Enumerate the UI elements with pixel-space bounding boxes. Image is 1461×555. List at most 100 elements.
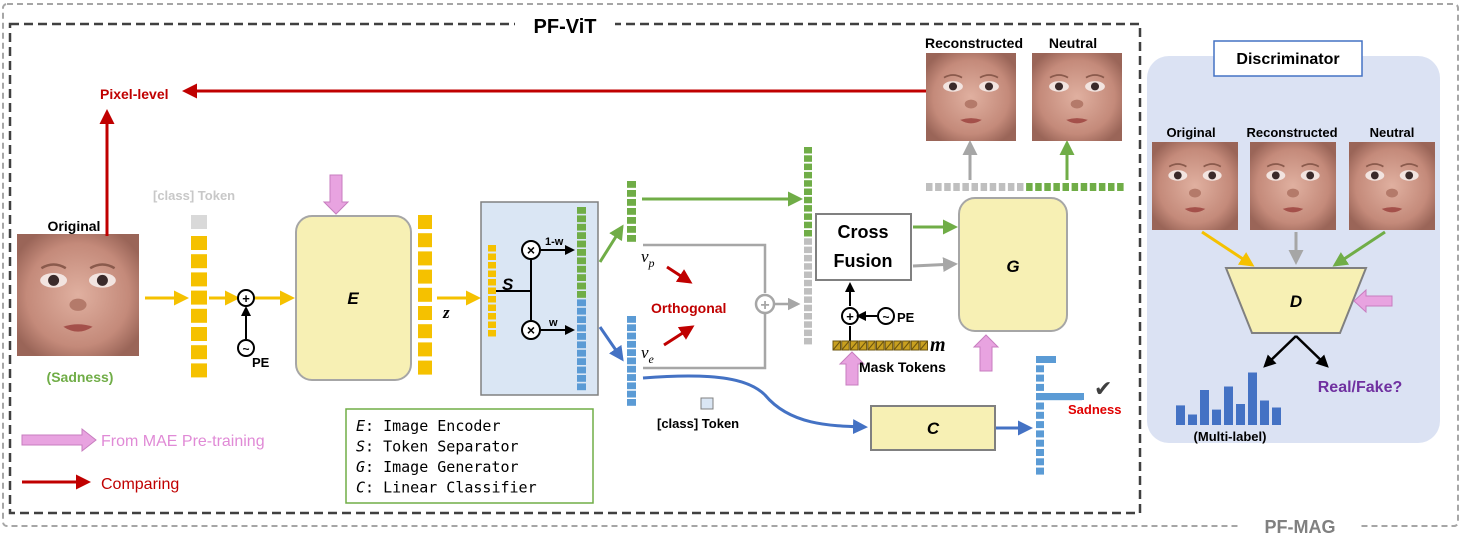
token-square (418, 342, 432, 357)
classifier-module (870, 405, 996, 451)
token-square (488, 253, 496, 260)
token-square (577, 375, 586, 382)
token-square (627, 316, 636, 323)
token-square (488, 262, 496, 269)
token-square (804, 337, 812, 345)
token-square (577, 366, 586, 374)
token-square (804, 196, 812, 204)
symbol-legend-box (345, 408, 594, 504)
multi-label-label: (Multi-label) (1194, 429, 1267, 444)
fusion-to-generator-gray-arrow (912, 257, 958, 273)
orthogonal-label: Orthogonal (651, 300, 726, 316)
token-square (1071, 183, 1079, 191)
legend-symbol: E (356, 417, 365, 435)
token-square (804, 329, 812, 337)
token-square (577, 307, 586, 315)
token-square (577, 316, 586, 323)
token-square (577, 333, 586, 340)
token-square (971, 183, 978, 191)
token-square (804, 147, 812, 154)
original-face-image (15, 232, 141, 358)
disc-reconstructed-label: Reconstructed (1246, 125, 1337, 140)
disc-neutral-label: Neutral (1370, 125, 1415, 140)
mask-mae-arrow (838, 351, 866, 386)
multi-label-bar (1212, 409, 1221, 425)
ve-to-classifier-arrow (642, 374, 868, 435)
concat-plus-circle (754, 293, 776, 315)
token-square (1108, 183, 1115, 191)
real-fake-label: Real/Fake? (1318, 379, 1402, 396)
token-square (488, 313, 496, 320)
mask-token-hatch (858, 340, 867, 351)
mask-token-hatch (884, 340, 894, 351)
classifier-output-bar (1036, 421, 1044, 429)
legend-symbol: S (356, 438, 365, 456)
mask-token-hatch (910, 340, 920, 351)
token-square (1007, 183, 1015, 191)
pixel-level-label: Pixel-level (100, 86, 169, 102)
disc-neutral-arrow (1332, 230, 1386, 267)
token-square (804, 221, 812, 229)
multi-label-bar (1200, 390, 1209, 425)
classifier-output-bar (1036, 402, 1044, 410)
token-square (1017, 183, 1024, 191)
pe-left-label: PE (252, 355, 270, 370)
token-square (627, 190, 636, 197)
token-square (627, 181, 636, 188)
vp-label: vp (641, 247, 655, 270)
class-token-square (191, 215, 207, 229)
token-square (488, 287, 496, 294)
svg-text:×: × (527, 242, 535, 258)
ve-token-column (627, 316, 636, 406)
token-square (804, 296, 812, 303)
reconstructed-face-image (925, 52, 1017, 142)
token-square (488, 330, 496, 337)
mask-token-hatch (919, 340, 928, 351)
token-square (804, 188, 812, 195)
classifier-output-bar (1036, 383, 1044, 391)
mask-token-hatch (867, 340, 876, 351)
token-square (953, 183, 960, 191)
m-label: m (930, 334, 946, 356)
token-square (577, 349, 586, 357)
vp-orthogonal-arrow (666, 265, 693, 284)
token-square (577, 324, 586, 332)
token-square (488, 321, 496, 328)
token-square (1098, 183, 1106, 191)
mask-tokens-label: Mask Tokens (859, 359, 946, 375)
discriminator-mae-arrow (1353, 288, 1393, 314)
classifier-output-bar (1036, 467, 1044, 475)
token-square (577, 257, 586, 265)
token-square (418, 360, 432, 375)
token-square (804, 271, 812, 278)
svg-text:~: ~ (882, 310, 889, 324)
token-square (627, 324, 636, 332)
disc-original-label: Original (1166, 125, 1215, 140)
disc-reconstructed-face-image (1249, 141, 1337, 231)
token-square (418, 215, 432, 229)
token-square (1035, 183, 1042, 191)
token-square (418, 324, 432, 339)
w-label: w (548, 317, 558, 329)
mask-token-hatch (893, 340, 902, 351)
token-square (191, 345, 207, 360)
svg-text:+: + (242, 291, 250, 306)
token-square (577, 207, 586, 214)
sadness-prediction-label: Sadness (1068, 402, 1121, 417)
pf-vit-title: PF-ViT (534, 16, 597, 38)
one-minus-w-label: 1-w (545, 236, 564, 248)
token-square (804, 304, 812, 312)
token-square (627, 199, 636, 206)
token-square (804, 171, 812, 179)
token-square (577, 240, 586, 248)
separator-output-tokens (577, 207, 586, 391)
token-square (926, 183, 933, 191)
token-square (418, 306, 432, 320)
token-square (1080, 183, 1088, 191)
token-square (191, 254, 207, 269)
token-square (998, 183, 1006, 191)
token-square (191, 290, 207, 305)
vp-gray-line (643, 243, 767, 293)
legend-item: S: Token Separator (356, 438, 519, 456)
